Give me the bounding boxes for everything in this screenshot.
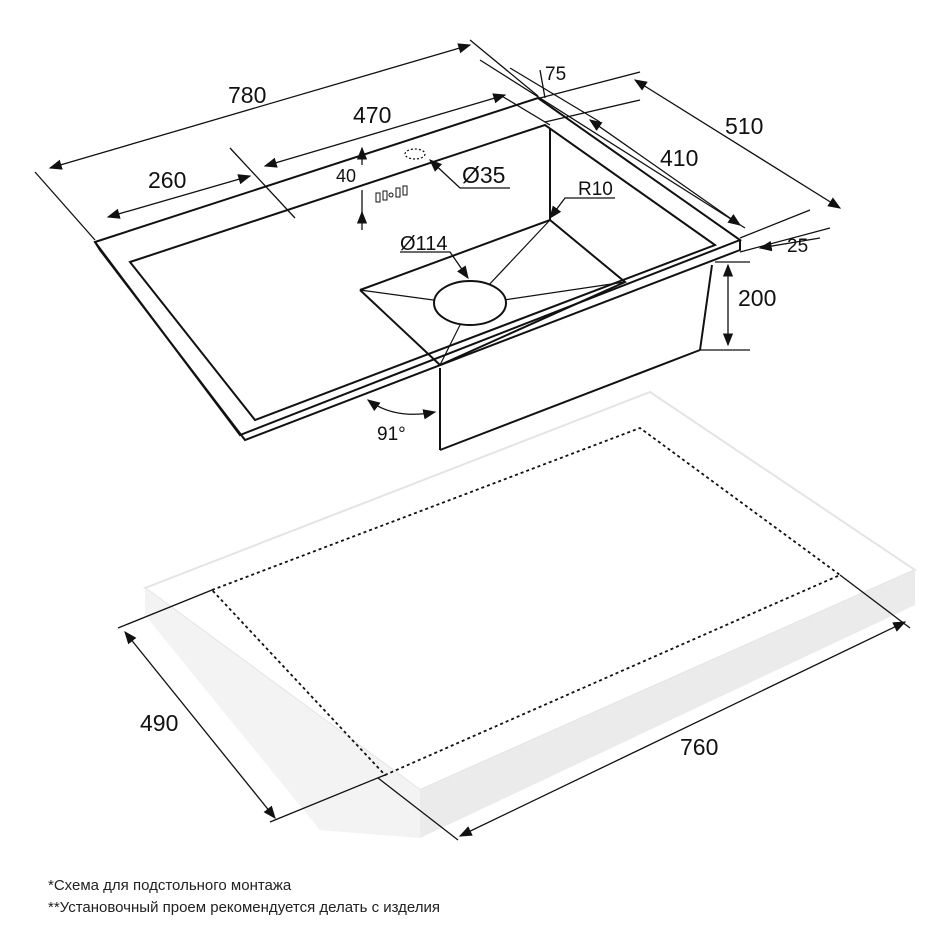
dim-200: 200 [738, 285, 776, 311]
dim-490: 490 [140, 710, 178, 736]
overflow-icon [375, 185, 408, 203]
drain-hole [433, 280, 507, 326]
dim-r10: R10 [578, 179, 613, 200]
dim-25: 25 [787, 236, 808, 257]
note-mounting: *Схема для подстольного монтажа [48, 877, 292, 894]
dimension-lines [34, 39, 911, 841]
dim-760: 760 [680, 734, 718, 760]
dim-470: 470 [353, 102, 391, 128]
countertop [142, 390, 918, 838]
dim-35: Ø35 [462, 162, 505, 188]
dim-91: 91° [377, 424, 406, 445]
dimension-labels: 780 470 260 40 Ø35 75 510 410 R10 Ø114 2… [140, 64, 808, 760]
dim-510: 510 [725, 113, 763, 139]
tap-hole [404, 148, 426, 160]
dim-780: 780 [228, 82, 266, 108]
footnotes: *Схема для подстольного монтажа **Устано… [48, 875, 440, 919]
dim-40: 40 [336, 166, 356, 186]
note-cutout: **Установочный проем рекомендуется делат… [48, 899, 441, 916]
dim-410: 410 [660, 145, 698, 171]
dim-260: 260 [148, 167, 186, 193]
dim-114: Ø114 [400, 233, 447, 255]
dim-75: 75 [545, 64, 566, 85]
